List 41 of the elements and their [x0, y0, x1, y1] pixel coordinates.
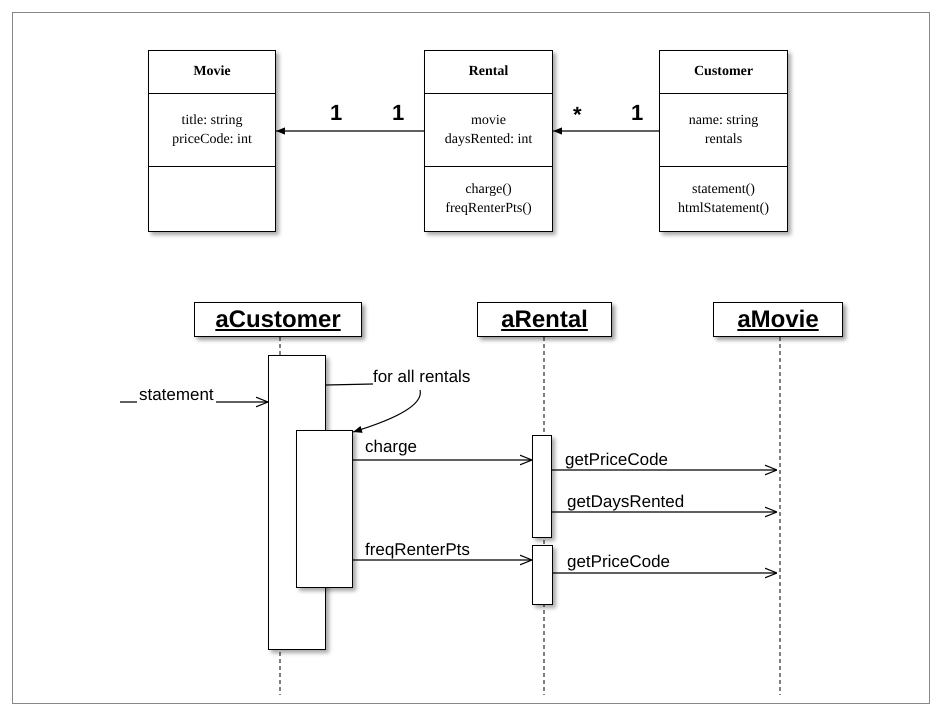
object-name: aCustomer	[215, 306, 341, 334]
arrow	[353, 554, 533, 566]
object-name: aMovie	[737, 306, 819, 334]
multiplicity-label: *	[573, 104, 582, 126]
activation-bar	[296, 430, 353, 588]
arrow	[553, 127, 659, 135]
attribute-list: name: string rentals	[666, 111, 782, 150]
attribute-list: movie daysRented: int	[430, 111, 546, 150]
class-name: Customer	[692, 64, 754, 80]
message-label: freqRenterPts	[363, 541, 472, 558]
attribute-list: title: string priceCode: int	[154, 111, 270, 150]
lifeline	[777, 337, 783, 695]
message-label: getDaysRented	[565, 493, 686, 510]
method-list: charge() freqRenterPts()	[430, 180, 546, 218]
arrow	[353, 454, 533, 466]
arrow	[276, 127, 424, 135]
class-name: Rental	[468, 64, 510, 80]
object-box	[713, 302, 843, 337]
multiplicity-label: 1	[631, 102, 644, 124]
class-box	[148, 50, 276, 232]
arrow	[553, 568, 778, 578]
object-box	[477, 302, 612, 337]
activation-bar	[532, 545, 553, 605]
message-label: getPriceCode	[563, 451, 670, 468]
leader-line	[326, 383, 374, 386]
method-list: statement() htmlStatement()	[666, 180, 782, 218]
message-label: statement	[137, 386, 216, 403]
arrow	[552, 506, 778, 518]
note-text: for all rentals	[373, 368, 470, 385]
activation-bar	[532, 435, 552, 538]
arrow	[352, 390, 421, 433]
multiplicity-label: 1	[392, 102, 404, 124]
class-box	[659, 50, 788, 232]
multiplicity-label: 1	[330, 102, 342, 124]
object-box	[194, 302, 362, 337]
class-box	[424, 50, 553, 232]
class-name: Movie	[192, 64, 232, 80]
message-label: getPriceCode	[565, 553, 672, 570]
message-label: charge	[363, 438, 419, 455]
object-name: aRental	[501, 306, 588, 334]
arrow	[552, 464, 778, 476]
